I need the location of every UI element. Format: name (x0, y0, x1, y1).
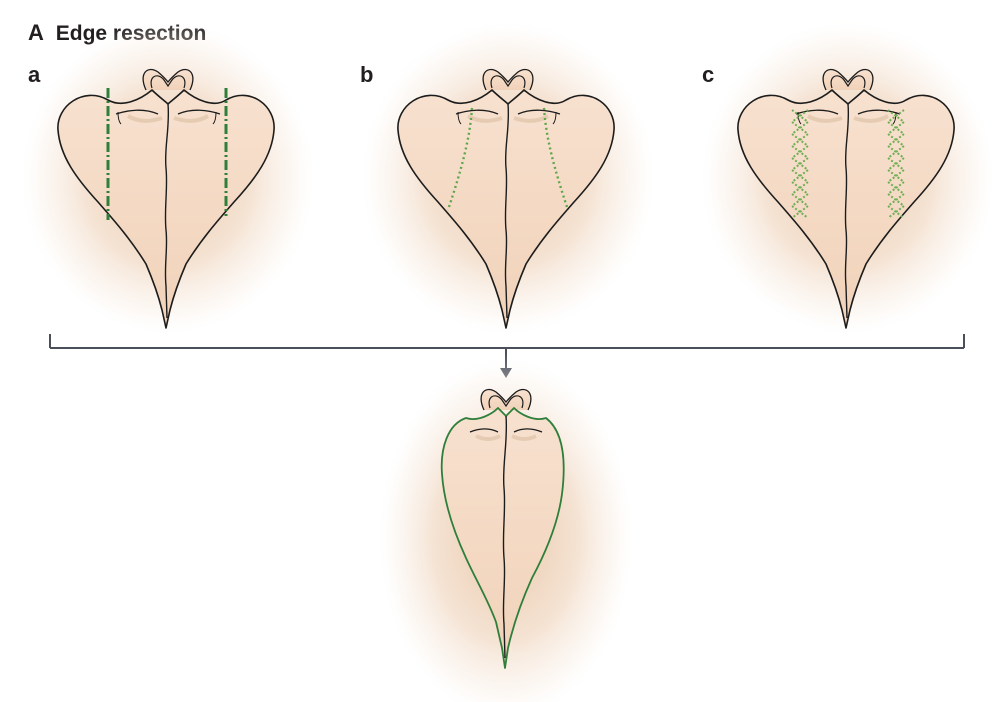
panel-c-leaflet (698, 18, 998, 338)
panel-label-a: a (28, 62, 41, 87)
panel-label-c: c (702, 62, 715, 87)
panel-a-leaflet (18, 18, 318, 338)
section-letter: A (28, 20, 44, 45)
panel-b-leaflet (358, 18, 658, 338)
panel-label-b: b (360, 62, 374, 87)
result-leaflet (376, 353, 636, 702)
